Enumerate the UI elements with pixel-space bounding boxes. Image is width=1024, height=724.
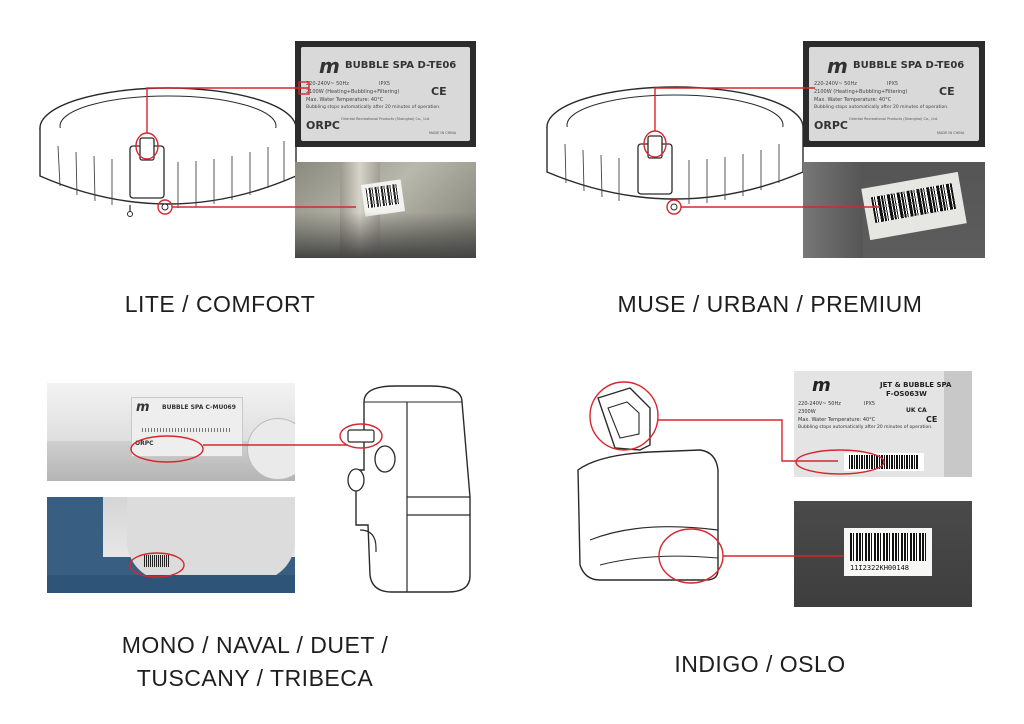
caption-mono-line1: MONO / NAVAL / DUET /: [121, 632, 389, 658]
callout-circle-base-q4: [658, 528, 724, 584]
label-auto-stop: Bubbling stops automatically after 20 mi…: [306, 105, 441, 110]
callout-circle-handle-q4: [589, 381, 659, 451]
callout-circle-label-q3: [130, 435, 204, 463]
brand-logo: m: [812, 375, 831, 396]
callout-circle-base-q2: [666, 199, 682, 215]
caption-muse-urban-premium: MUSE / URBAN / PREMIUM: [617, 291, 923, 317]
label-auto-stop: Bubbling stops automatically after 20 mi…: [814, 105, 949, 110]
callout-circle-barcode-q4: [795, 449, 885, 475]
callout-line-label-q2: [654, 87, 815, 131]
photo-label-te06-q2: m BUBBLE SPA D-TE06 220-240V~ 50Hz IPX5 …: [803, 41, 985, 147]
photo-barcode-os: 11I2322KH00148: [794, 501, 972, 607]
callout-circle-base-q1: [157, 199, 173, 215]
callout-circle-plug-q1: [135, 132, 159, 160]
pump-drawing-indigo: [577, 387, 719, 581]
label-title: BUBBLE SPA D-TE06: [345, 60, 457, 71]
callout-line-label-q1: [146, 87, 309, 133]
photo-label-mono: m BUBBLE SPA C-MU069 ORPC: [47, 383, 295, 481]
made-in: MADE IN CHINA: [937, 131, 965, 135]
callout-circle-bottom-q3: [129, 552, 185, 578]
label-model: F-OS063W: [886, 390, 927, 398]
label-voltage: 220-240V~ 50Hz: [798, 401, 841, 407]
label-power: 2100W (Heating+Bubbling+Filtering): [306, 89, 400, 95]
label-power: 2100W (Heating+Bubbling+Filtering): [814, 89, 908, 95]
brand-logo: m: [319, 54, 340, 78]
caption-mono-line2: TUSCANY / TRIBECA: [136, 665, 374, 691]
label-ipx: IPX5: [379, 81, 391, 87]
barcode-sticker: [144, 555, 170, 567]
made-in: MADE IN CHINA: [429, 131, 457, 135]
label-power: 2300W: [798, 409, 816, 415]
company-name: Oriental Recreational Products (Shanghai…: [341, 117, 431, 121]
orpc-logo: ORPC: [135, 440, 154, 447]
callout-line-label-q4: [658, 419, 838, 462]
callout-circle-top-q3: [339, 423, 383, 449]
ce-mark: CE: [431, 85, 447, 98]
label-title: BUBBLE SPA C-MU069: [162, 404, 236, 411]
label-sticker: m BUBBLE SPA C-MU069 ORPC: [131, 397, 243, 457]
company-name: Oriental Recreational Products (Shanghai…: [849, 117, 939, 121]
serial-number: 11I2322KH00148: [850, 564, 910, 572]
callout-box-label-q1: [298, 81, 310, 95]
orpc-logo: ORPC: [306, 119, 340, 132]
caption-lite-comfort: LITE / COMFORT: [124, 291, 316, 317]
spa-drawing-muse: [546, 86, 804, 211]
brand-logo: m: [136, 400, 150, 415]
label-voltage: 220-240V~ 50Hz: [306, 81, 349, 87]
label-auto-stop: Bubbling stops automatically after 20 mi…: [798, 425, 933, 430]
label-title: BUBBLE SPA D-TE06: [853, 60, 965, 71]
caption-indigo-oslo: INDIGO / OSLO: [674, 651, 846, 677]
label-max-temp: Max. Water Temperature: 40°C: [798, 417, 876, 423]
ce-mark: CE: [939, 85, 955, 98]
photo-barcode-q1: [295, 162, 476, 258]
label-max-temp: Max. Water Temperature: 40°C: [306, 97, 384, 103]
photo-barcode-q2: [803, 162, 985, 258]
label-title: JET & BUBBLE SPA: [880, 381, 952, 389]
orpc-logo: ORPC: [814, 119, 848, 132]
barcode-sticker: 11I2322KH00148: [844, 528, 932, 576]
spa-drawing-lite: [39, 87, 297, 217]
label-ipx: IPX5: [864, 401, 876, 407]
photo-label-te06-q1: m BUBBLE SPA D-TE06 220-240V~ 50Hz IPX5 …: [295, 41, 476, 147]
label-voltage: 220-240V~ 50Hz: [814, 81, 857, 87]
callout-circle-plug-q2: [643, 130, 667, 158]
photo-pump-bottom-mono: [47, 497, 295, 593]
ce-mark: CE: [926, 415, 938, 424]
label-max-temp: Max. Water Temperature: 40°C: [814, 97, 892, 103]
ukca-mark: UK CA: [906, 407, 927, 414]
brand-logo: m: [827, 54, 848, 78]
label-ipx: IPX5: [887, 81, 899, 87]
pump-drawing-mono: [347, 385, 471, 593]
